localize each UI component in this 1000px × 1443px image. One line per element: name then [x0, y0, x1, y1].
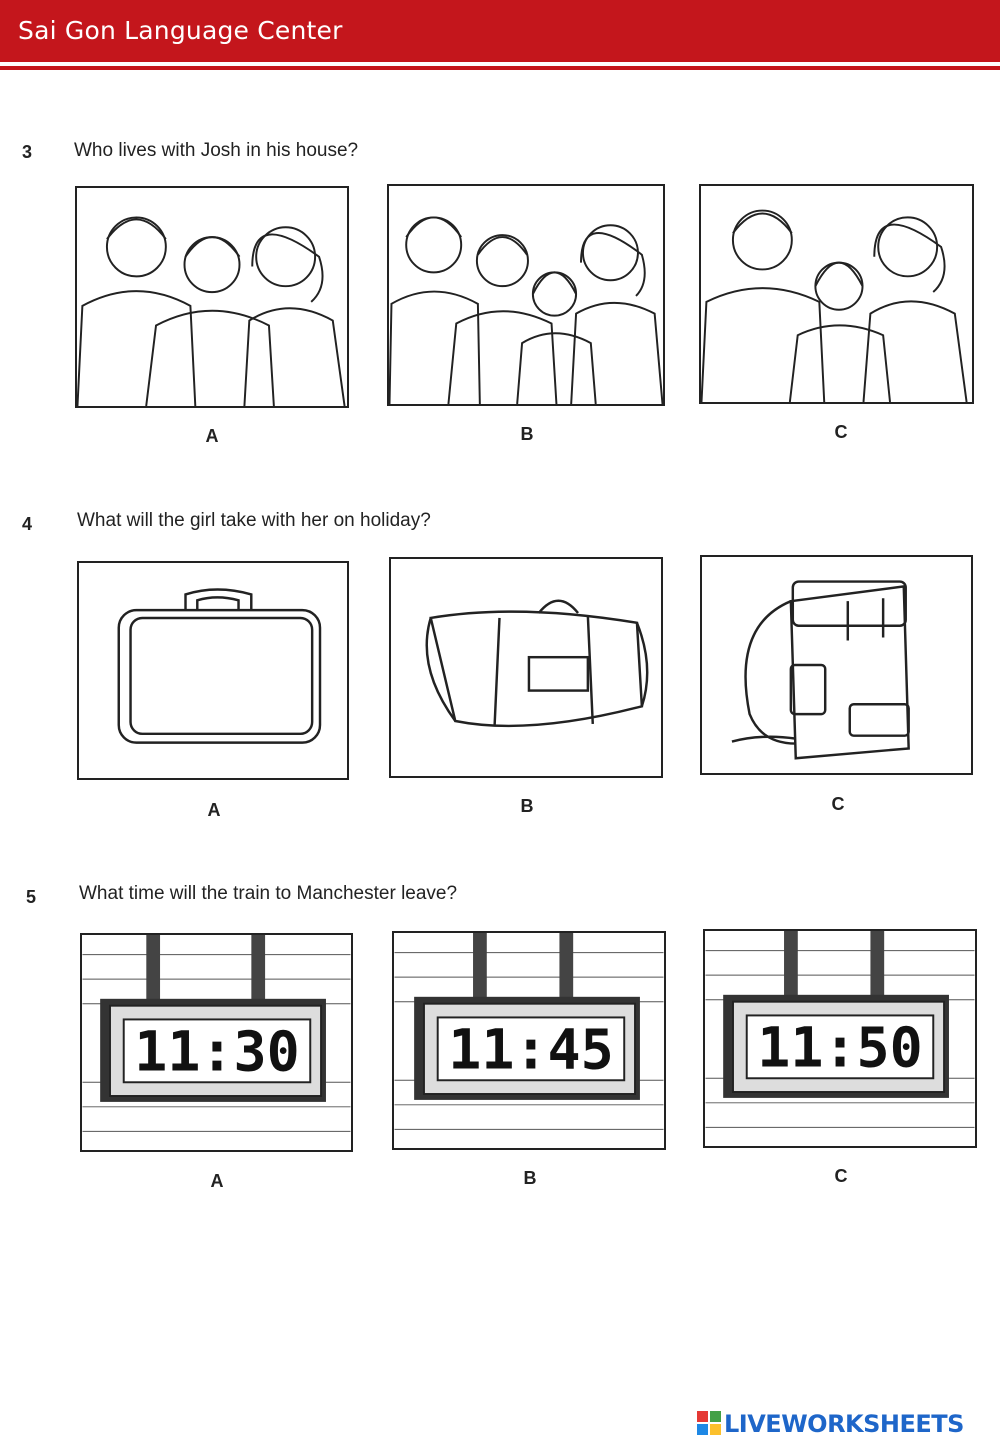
header-divider — [0, 66, 1000, 70]
clock-c-time: 11:50 — [757, 1015, 922, 1079]
option-5b-image[interactable]: 11:45 — [392, 931, 666, 1150]
option-3a-label: A — [205, 426, 219, 446]
family-father-grandmother-mother-illustration — [77, 216, 346, 406]
option-3a-image[interactable] — [75, 186, 349, 408]
clock-illustration-a: 11:30 — [82, 935, 351, 1132]
option-5b-label: B — [523, 1168, 537, 1188]
question-3-text: Who lives with Josh in his house? — [74, 140, 359, 161]
option-3b-label: B — [520, 424, 534, 444]
backpack-illustration — [731, 580, 910, 760]
liveworksheets-logo-icon — [697, 1411, 721, 1435]
option-5a-image[interactable]: 11:30 — [80, 933, 353, 1152]
option-4c-label: C — [831, 794, 845, 814]
liveworksheets-logo-text: LIVEWORKSHEETS — [724, 1410, 964, 1438]
option-3c-label: C — [834, 422, 848, 442]
clock-illustration-b: 11:45 — [394, 933, 664, 1130]
question-4-text: What will the girl take with her on holi… — [77, 510, 431, 531]
question-3-number: 3 — [22, 142, 33, 162]
family-father-grandmother-girl-mother-illustration — [389, 216, 663, 404]
option-4c-image[interactable] — [700, 555, 973, 775]
question-5-number: 5 — [26, 887, 37, 907]
option-4a-label: A — [207, 800, 221, 820]
suitcase-illustration — [117, 588, 322, 744]
header-title: Sai Gon Language Center — [18, 16, 343, 45]
clock-b-time: 11:45 — [448, 1017, 613, 1081]
question-4-number: 4 — [22, 514, 33, 534]
family-father-girl-mother-illustration — [701, 209, 968, 402]
option-3c-image[interactable] — [699, 184, 974, 404]
option-5c-label: C — [834, 1166, 848, 1186]
clock-illustration-c: 11:50 — [705, 931, 975, 1128]
clock-a-time: 11:30 — [134, 1019, 299, 1083]
option-4b-label: B — [520, 796, 534, 816]
option-4b-image[interactable] — [389, 557, 663, 778]
liveworksheets-logo: LIVEWORKSHEETS — [696, 1410, 994, 1438]
sports-bag-illustration — [425, 599, 649, 728]
option-5a-label: A — [210, 1171, 224, 1191]
option-3b-image[interactable] — [387, 184, 665, 406]
header-bar: Sai Gon Language Center — [0, 0, 1000, 62]
option-4a-image[interactable] — [77, 561, 349, 780]
option-5c-image[interactable]: 11:50 — [703, 929, 977, 1148]
question-5-text: What time will the train to Manchester l… — [79, 883, 458, 904]
